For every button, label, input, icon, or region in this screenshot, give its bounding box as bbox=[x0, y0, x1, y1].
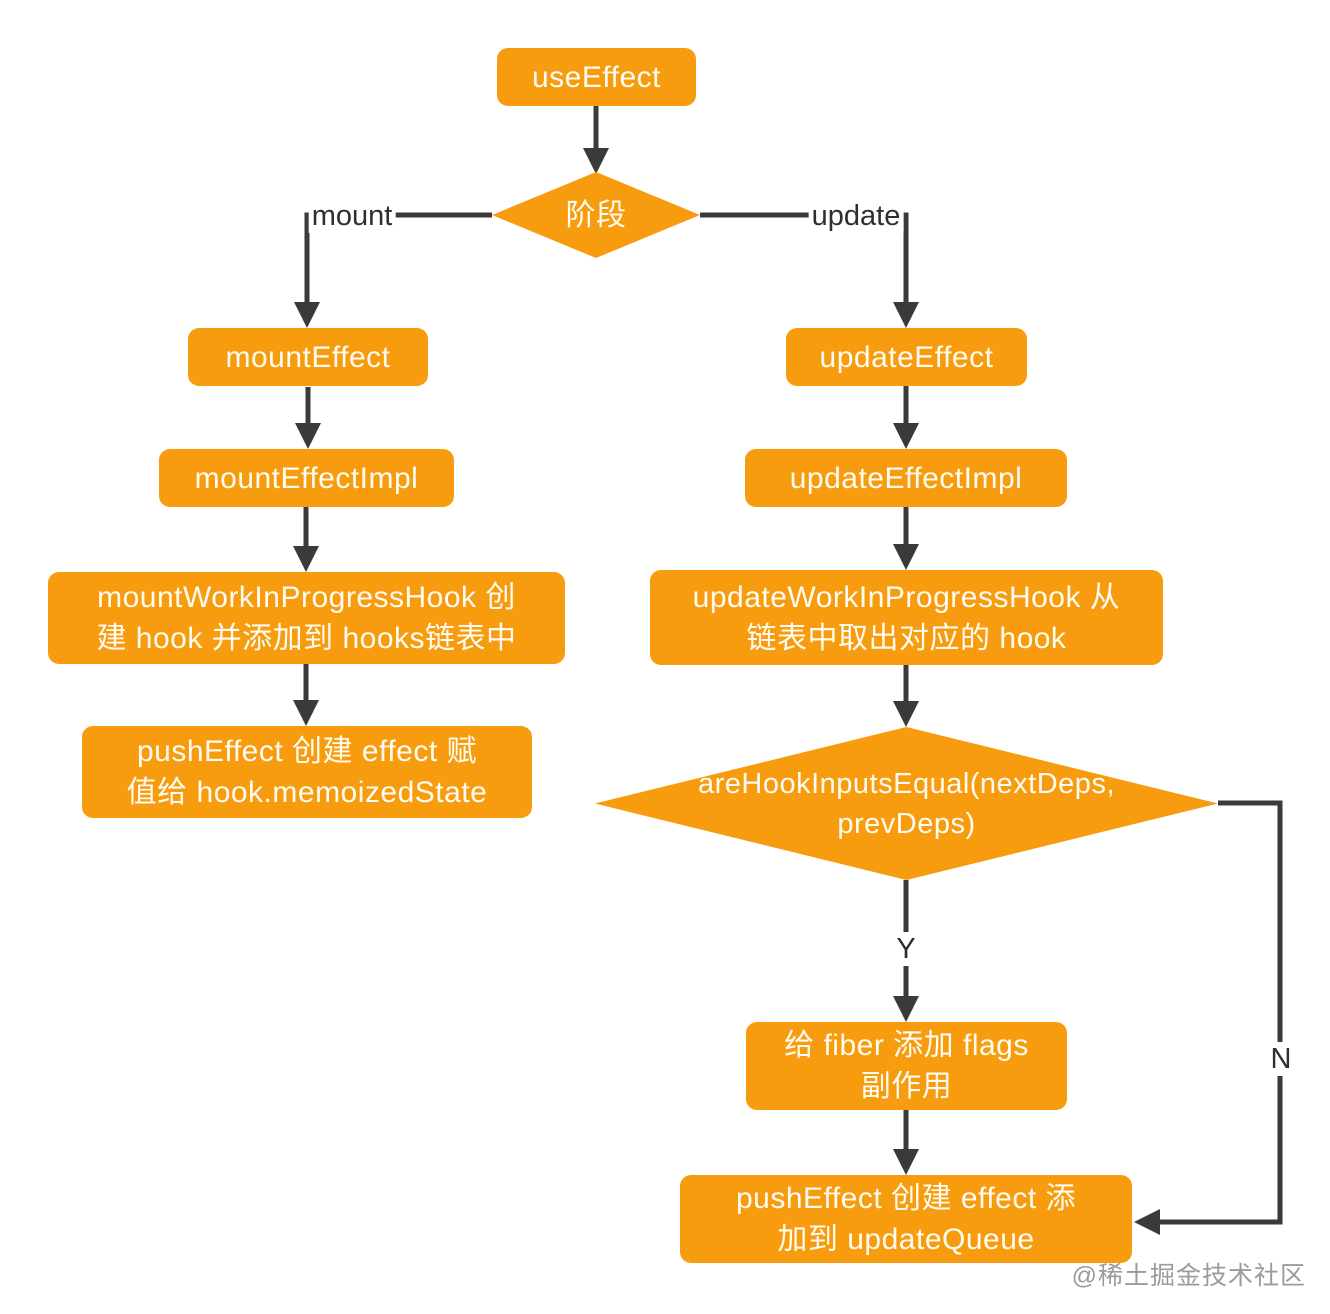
edge-mountimpl-to-wip bbox=[293, 507, 319, 572]
edge-mounteffect-to-impl bbox=[295, 387, 321, 449]
node-use-effect: useEffect bbox=[497, 48, 696, 106]
edge-updateimpl-to-wip bbox=[893, 507, 919, 570]
node-fiber-add-flags: 给 fiber 添加 flags 副作用 bbox=[746, 1022, 1067, 1110]
edge-updatewip-to-diamond bbox=[893, 665, 919, 727]
watermark-text: @稀土掘金技术社区 bbox=[1071, 1262, 1306, 1290]
edge-fiberflags-to-pushupdate bbox=[893, 1110, 919, 1175]
node-update-effect: updateEffect bbox=[786, 328, 1027, 386]
edge-useeffect-to-stage bbox=[583, 106, 609, 174]
edge-diamond-no bbox=[1134, 800, 1283, 1235]
edge-stage-to-mounteffect bbox=[294, 212, 492, 328]
edge-label-mount: mount bbox=[308, 199, 396, 233]
node-mount-effect: mountEffect bbox=[188, 328, 428, 386]
edge-mountwip-to-pusheffect bbox=[293, 664, 319, 726]
edge-label-no: N bbox=[1267, 1042, 1295, 1076]
node-push-effect-memoized-state: pushEffect 创建 effect 赋 值给 hook.memoizedS… bbox=[82, 726, 532, 818]
edge-label-yes: Y bbox=[893, 932, 919, 966]
edge-stage-to-updateeffect bbox=[700, 212, 919, 328]
edge-label-update: update bbox=[808, 199, 904, 233]
node-update-effect-impl: updateEffectImpl bbox=[745, 449, 1067, 507]
node-push-effect-update-queue: pushEffect 创建 effect 添 加到 updateQueue bbox=[680, 1175, 1132, 1263]
node-update-work-in-progress-hook: updateWorkInProgressHook 从 链表中取出对应的 hook bbox=[650, 570, 1163, 665]
edge-updateeffect-to-impl bbox=[893, 386, 919, 449]
node-mount-effect-impl: mountEffectImpl bbox=[159, 449, 454, 507]
node-mount-work-in-progress-hook: mountWorkInProgressHook 创 建 hook 并添加到 ho… bbox=[48, 572, 565, 664]
